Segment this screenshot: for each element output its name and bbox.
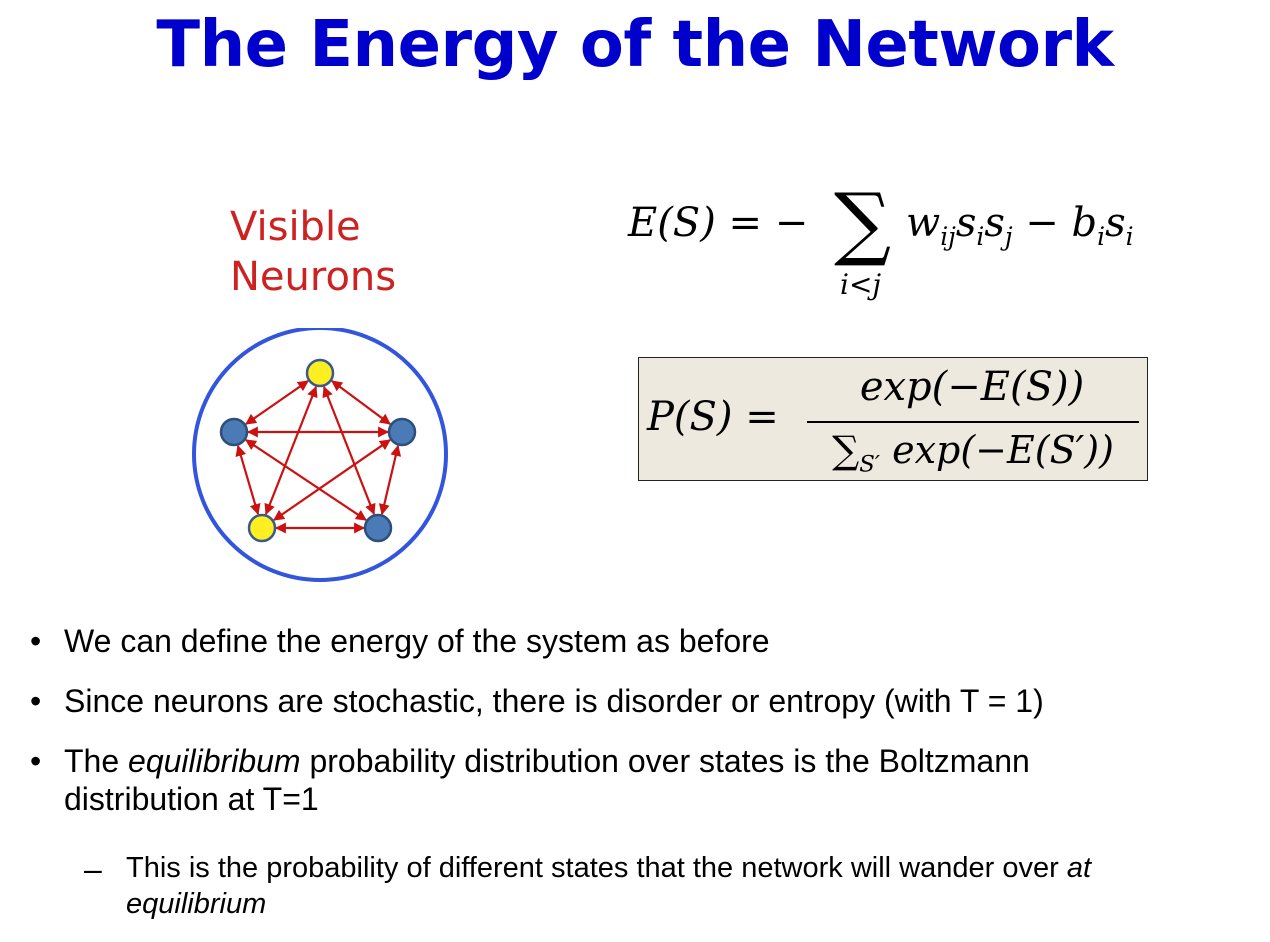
visible-label-line2: Neurons <box>230 254 397 300</box>
edge-left-botl <box>235 444 261 516</box>
neuron-node-left <box>219 417 249 447</box>
neuron-node-right <box>387 417 417 447</box>
prob-numerator: exp(−E(S)) <box>859 364 1085 410</box>
edge-right-botr <box>378 444 402 516</box>
slide-title: The Energy of the Network <box>156 8 1114 82</box>
sub-bullet-text: This is the probability of different sta… <box>126 852 1092 920</box>
edge-top-left <box>245 380 309 425</box>
visible-label-line1: Visible <box>230 204 361 250</box>
energy-eq-lhs: E(S) = − <box>628 200 809 246</box>
fraction-bar <box>807 421 1139 423</box>
sub-bullet-dash: – <box>84 851 102 887</box>
bullet-text: The equilibribum probability distributio… <box>64 743 1030 817</box>
network-edges <box>235 380 402 534</box>
boltzmann-probability-box: P(S) = exp(−E(S)) ∑S′ exp(−E(S′)) <box>638 357 1148 481</box>
neuron-node-bottom-right <box>363 513 393 543</box>
prob-eq-lhs: P(S) = <box>647 394 779 440</box>
network-diagram <box>192 328 448 582</box>
prob-denominator: ∑S′ exp(−E(S′)) <box>832 428 1114 478</box>
edge-left-botr <box>245 439 367 521</box>
energy-equation: E(S) = − ∑ i<j wijsisj − bisi <box>628 176 1188 310</box>
bullet-text: We can define the energy of the system a… <box>64 623 770 659</box>
energy-eq-rhs: wijsisj − bisi <box>906 200 1134 251</box>
edge-top-right <box>331 380 391 425</box>
energy-sum-subscript: i<j <box>840 268 882 301</box>
bullet-dot: • <box>30 743 42 779</box>
bullet-dot: • <box>30 683 42 719</box>
bullet-dot: • <box>30 623 42 659</box>
neuron-node-top <box>305 358 335 388</box>
summation-symbol: ∑ <box>834 176 892 269</box>
neuron-node-bottom-left <box>247 513 277 543</box>
edge-right-botl <box>273 439 391 521</box>
visible-neurons-label: Visible Neurons <box>230 202 396 302</box>
network-boundary-circle <box>192 328 448 582</box>
bullet-text: Since neurons are stochastic, there is d… <box>64 683 1044 719</box>
